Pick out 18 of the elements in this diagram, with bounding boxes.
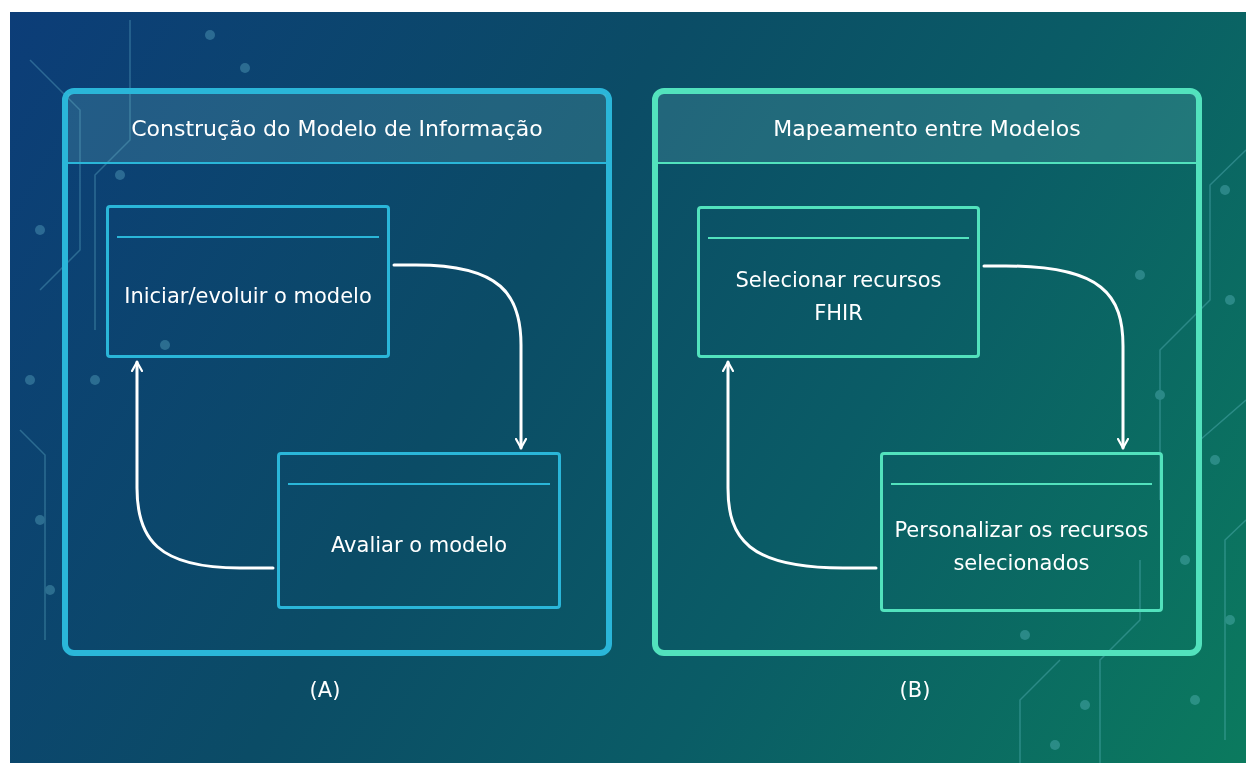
curved-arrow [392, 263, 528, 450]
step-label: Avaliar o modelo [329, 532, 508, 559]
step-box [277, 452, 561, 609]
curved-arrow [130, 360, 275, 570]
step-label: Iniciar/evoluir o modelo [123, 283, 373, 310]
step-box [880, 452, 1163, 612]
step-box [697, 206, 980, 358]
curved-arrow [721, 360, 878, 570]
step-label: Selecionar recursos FHIR [734, 267, 943, 327]
panel-title: Mapeamento entre Modelos [658, 94, 1196, 164]
step-label: Personalizar os recursos selecionados [893, 517, 1150, 577]
step-box [106, 205, 390, 358]
section-panel [62, 88, 612, 656]
curved-arrow [982, 264, 1130, 450]
panel-title: Construção do Modelo de Informação [68, 94, 606, 164]
caption-label: (B) [899, 678, 931, 702]
section-panel [652, 88, 1202, 656]
caption-label: (A) [309, 678, 341, 702]
